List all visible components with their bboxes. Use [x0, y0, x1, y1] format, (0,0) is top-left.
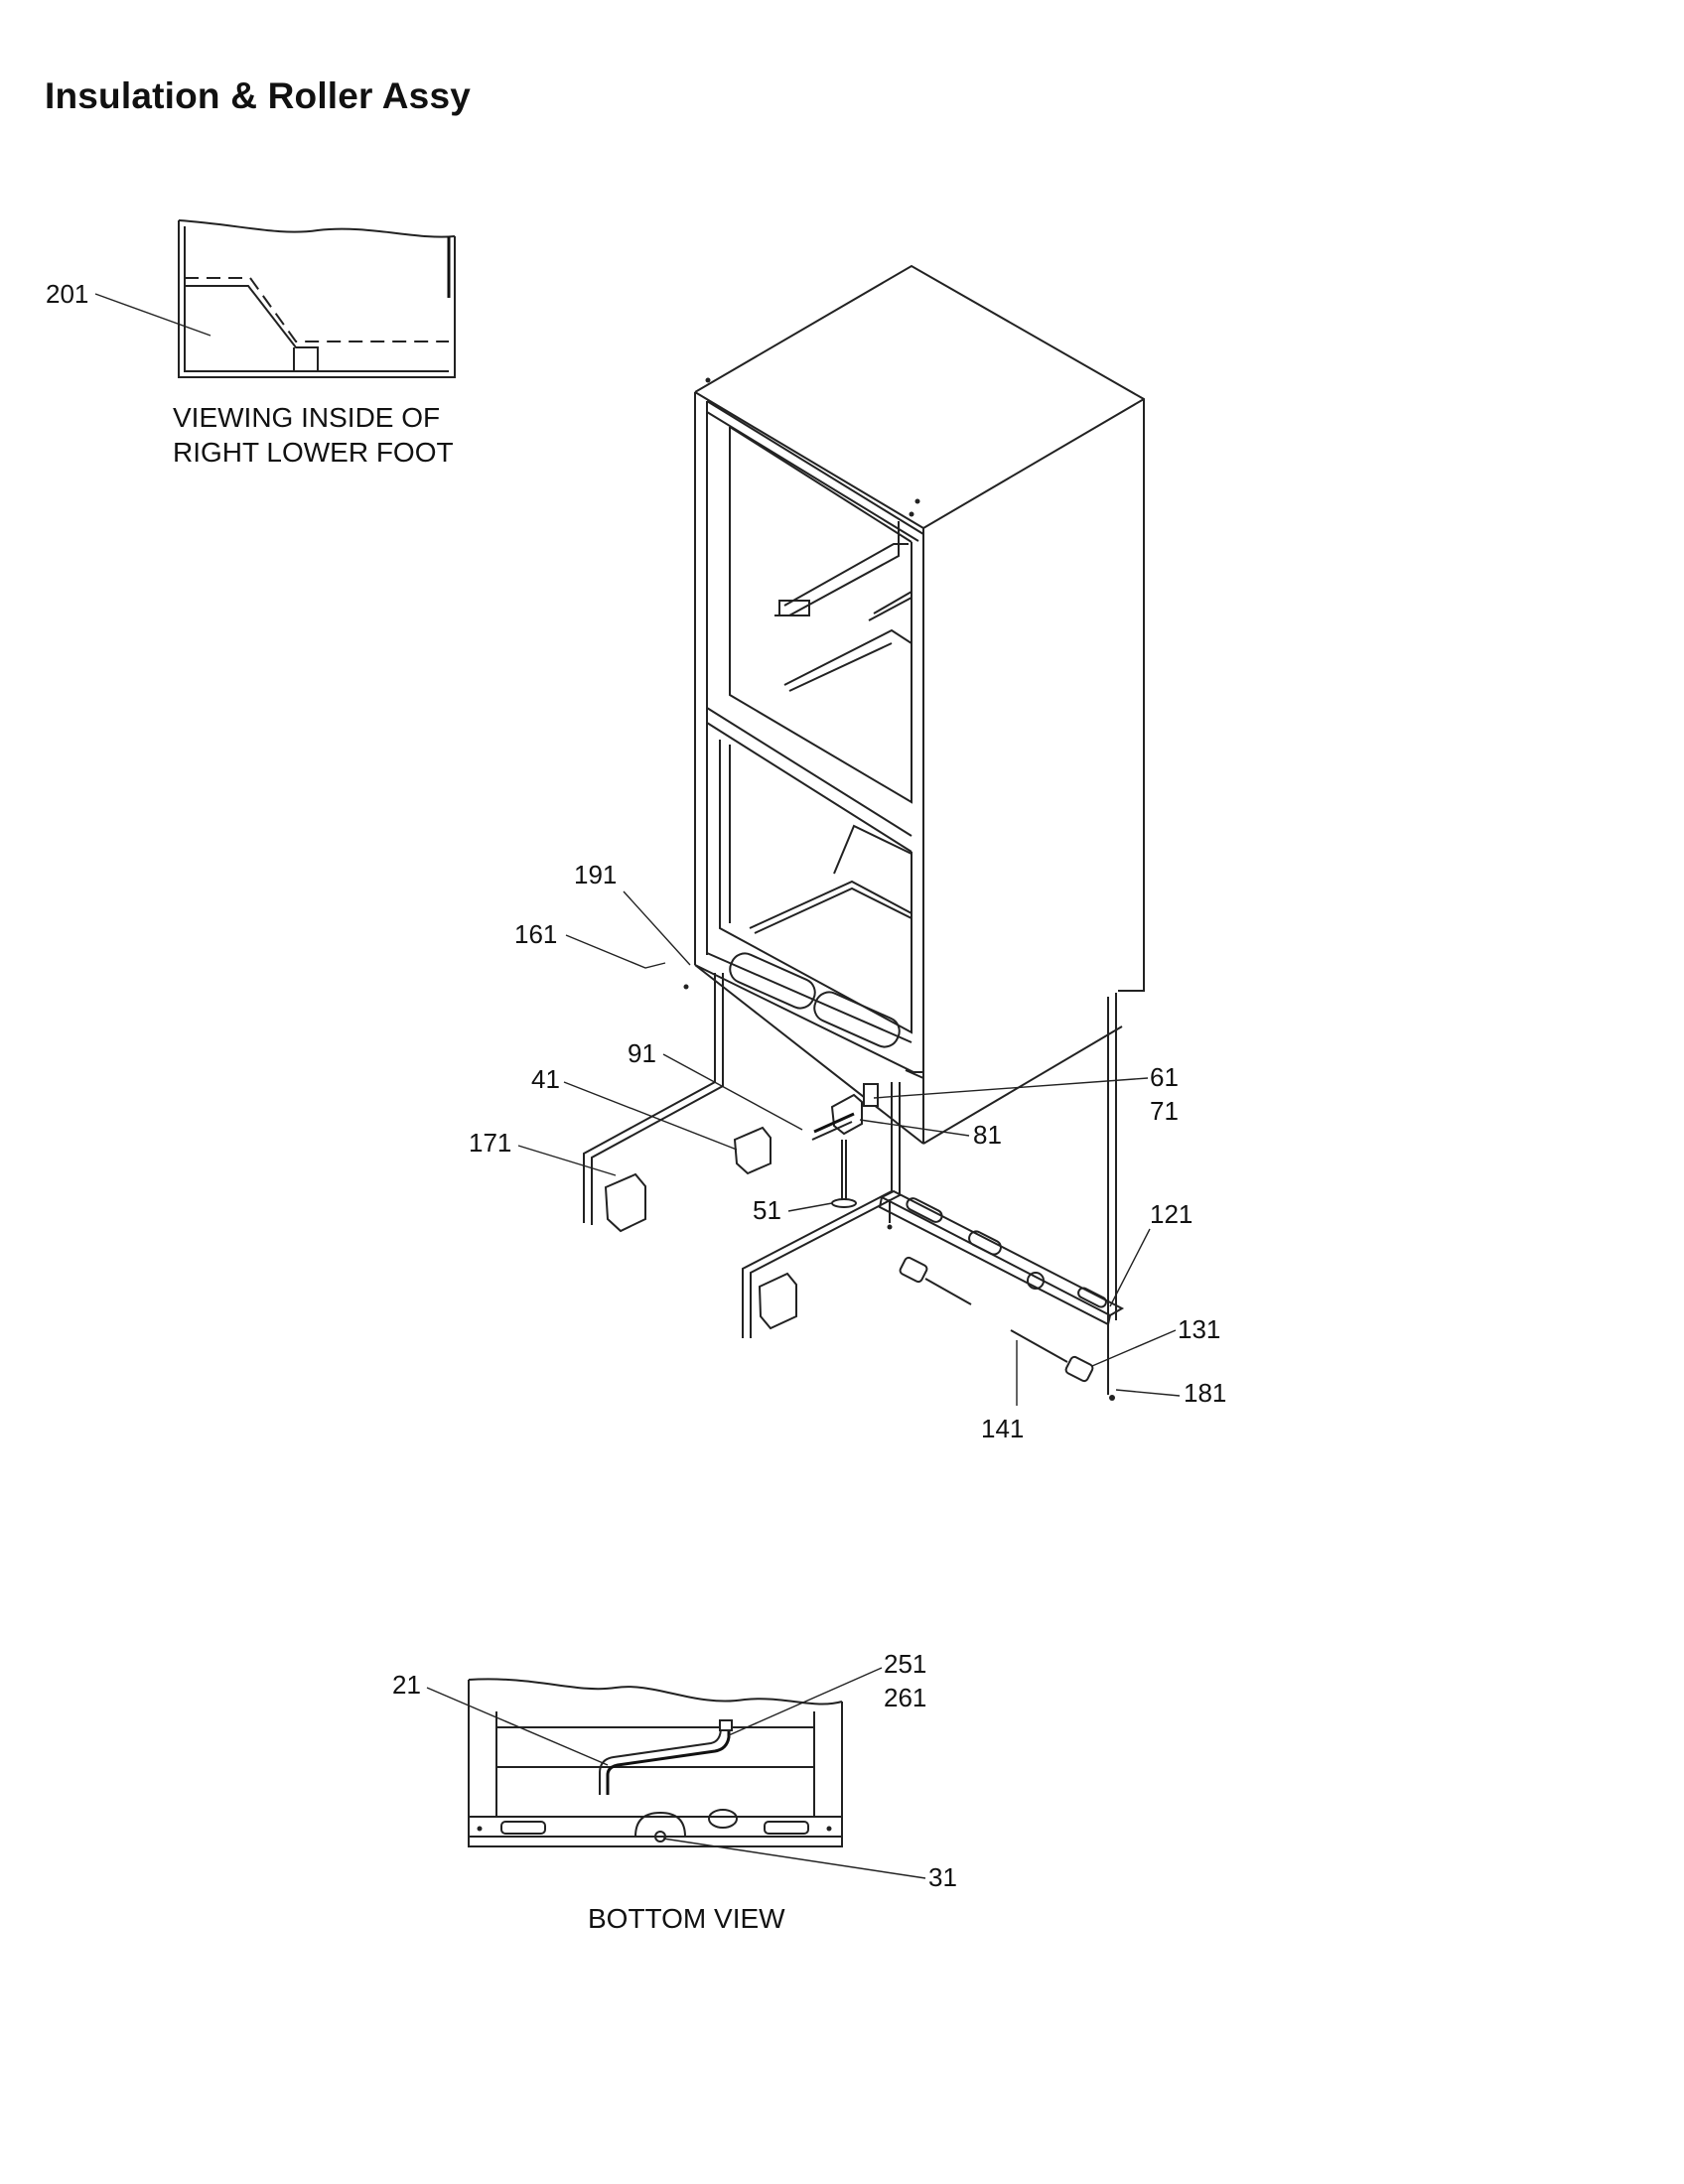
lower-parts [583, 973, 1125, 1401]
label-261: 261 [884, 1683, 926, 1712]
inset-caption-line2: RIGHT LOWER FOOT [173, 437, 454, 468]
label-121: 121 [1150, 1199, 1193, 1229]
callouts: 191 161 91 41 61 71 81 171 51 121 131 18… [469, 860, 1226, 1443]
label-171: 171 [469, 1128, 511, 1158]
label-21: 21 [392, 1670, 421, 1700]
bottom-view-caption: BOTTOM VIEW [588, 1903, 785, 1934]
refrigerator-cabinet [694, 264, 1145, 1145]
label-91: 91 [628, 1038, 656, 1068]
label-161: 161 [514, 919, 557, 949]
label-191: 191 [574, 860, 617, 889]
bottom-view: 21 251 261 31 BOTTOM VIEW [392, 1649, 957, 1934]
label-51: 51 [753, 1195, 781, 1225]
label-131: 131 [1178, 1314, 1220, 1344]
label-61: 61 [1150, 1062, 1179, 1092]
label-201: 201 [46, 279, 88, 309]
label-41: 41 [531, 1064, 560, 1094]
label-31: 31 [928, 1862, 957, 1892]
inset-caption-line1: VIEWING INSIDE OF [173, 402, 440, 433]
label-81: 81 [973, 1120, 1002, 1150]
label-71: 71 [1150, 1096, 1179, 1126]
label-181: 181 [1184, 1378, 1226, 1408]
page-title: Insulation & Roller Assy [45, 75, 472, 116]
label-251: 251 [884, 1649, 926, 1679]
inset-right-lower-foot: 201 VIEWING INSIDE OF RIGHT LOWER FOOT [46, 219, 456, 468]
label-141: 141 [981, 1414, 1024, 1443]
